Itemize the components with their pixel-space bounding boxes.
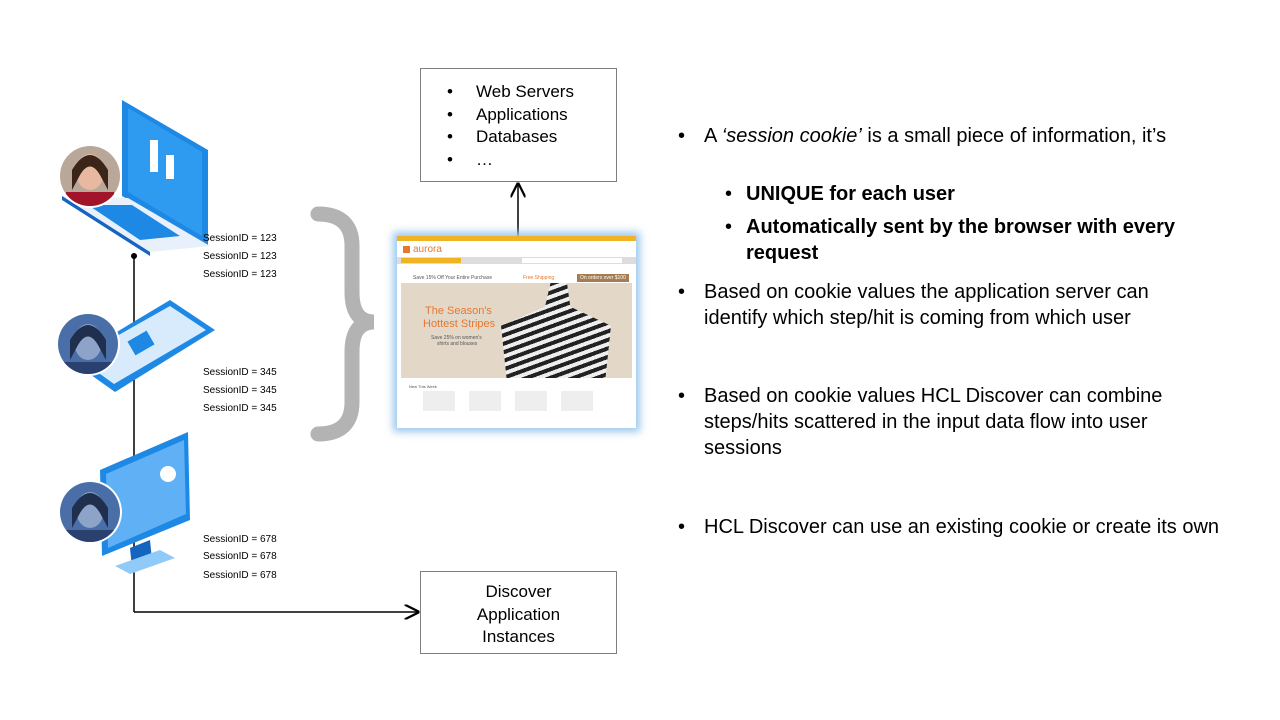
text: A (704, 125, 722, 147)
user-avatar-2 (58, 314, 118, 374)
sub-bullet-auto-sent: •Automatically sent by the browser with … (725, 216, 1176, 264)
model-photo (501, 283, 611, 378)
promo-discount: Save 15% Off Your Entire Purchase (413, 275, 493, 281)
promo-shipping: Free Shipping (523, 275, 555, 281)
discover-instances-box: Discover Application Instances (420, 571, 617, 654)
user-avatar-3 (60, 482, 120, 542)
session-cookie-term: ‘session cookie’ (721, 125, 862, 147)
session-label: SessionID = 678 (203, 534, 277, 545)
brace (310, 206, 375, 442)
bullet-app-server: •Based on cookie values the application … (678, 281, 1149, 329)
banner-title: The Season's (425, 305, 492, 317)
user-avatar-1 (60, 146, 120, 206)
text: Based on cookie values the application s… (704, 281, 1149, 329)
session-label: SessionID = 123 (203, 269, 277, 280)
bullet-session-cookie: •A ‘session cookie’ is a small piece of … (678, 125, 1167, 147)
website-screenshot: aurora . Save 15% Off Your Entire Purcha… (397, 236, 636, 428)
text: Automatically sent by the browser with e… (746, 216, 1176, 264)
banner-title-2: Hottest Stripes (423, 318, 496, 330)
box-line: Application (476, 604, 561, 624)
text: is a small piece of information, it’s (861, 125, 1167, 147)
banner-subtitle-2: shirts and blouses (437, 341, 478, 347)
hero-banner: The Season's Hottest Stripes Save 25% on… (401, 283, 632, 378)
text: HCL Discover can use an existing cookie … (704, 516, 1220, 538)
banner-subtitle: Save 25% on women's (431, 335, 482, 341)
text: UNIQUE for each user (746, 183, 955, 205)
backend-box: Web Servers Applications Databases … (420, 68, 617, 182)
promo-orders: On orders over $100 (577, 274, 629, 282)
sub-bullet-unique: •UNIQUE for each user (725, 183, 955, 205)
backend-item: Web Servers (447, 81, 616, 104)
laptop-illustration (62, 100, 210, 256)
backend-item: Applications (447, 104, 616, 127)
aurora-brand: aurora (413, 243, 442, 255)
backend-item: Databases (447, 126, 616, 149)
session-label: SessionID = 678 (203, 551, 277, 562)
session-label: SessionID = 345 (203, 385, 277, 396)
bullet-discover-cookie: •HCL Discover can use an existing cookie… (678, 516, 1220, 538)
text: Based on cookie values HCL Discover can … (704, 385, 1163, 459)
session-label: SessionID = 123 (203, 251, 277, 262)
desktop-illustration (100, 432, 190, 574)
box-line: Discover (485, 582, 552, 601)
backend-item: … (447, 149, 616, 172)
session-label: SessionID = 123 (203, 233, 277, 244)
box-line: Instances (482, 627, 555, 646)
aurora-logo-icon (403, 245, 410, 253)
section-label: New This Week (409, 384, 437, 389)
session-label: SessionID = 345 (203, 403, 277, 414)
session-label: SessionID = 678 (203, 570, 277, 581)
session-label: SessionID = 345 (203, 367, 277, 378)
bullet-discover-combine: •Based on cookie values HCL Discover can… (678, 385, 1163, 459)
